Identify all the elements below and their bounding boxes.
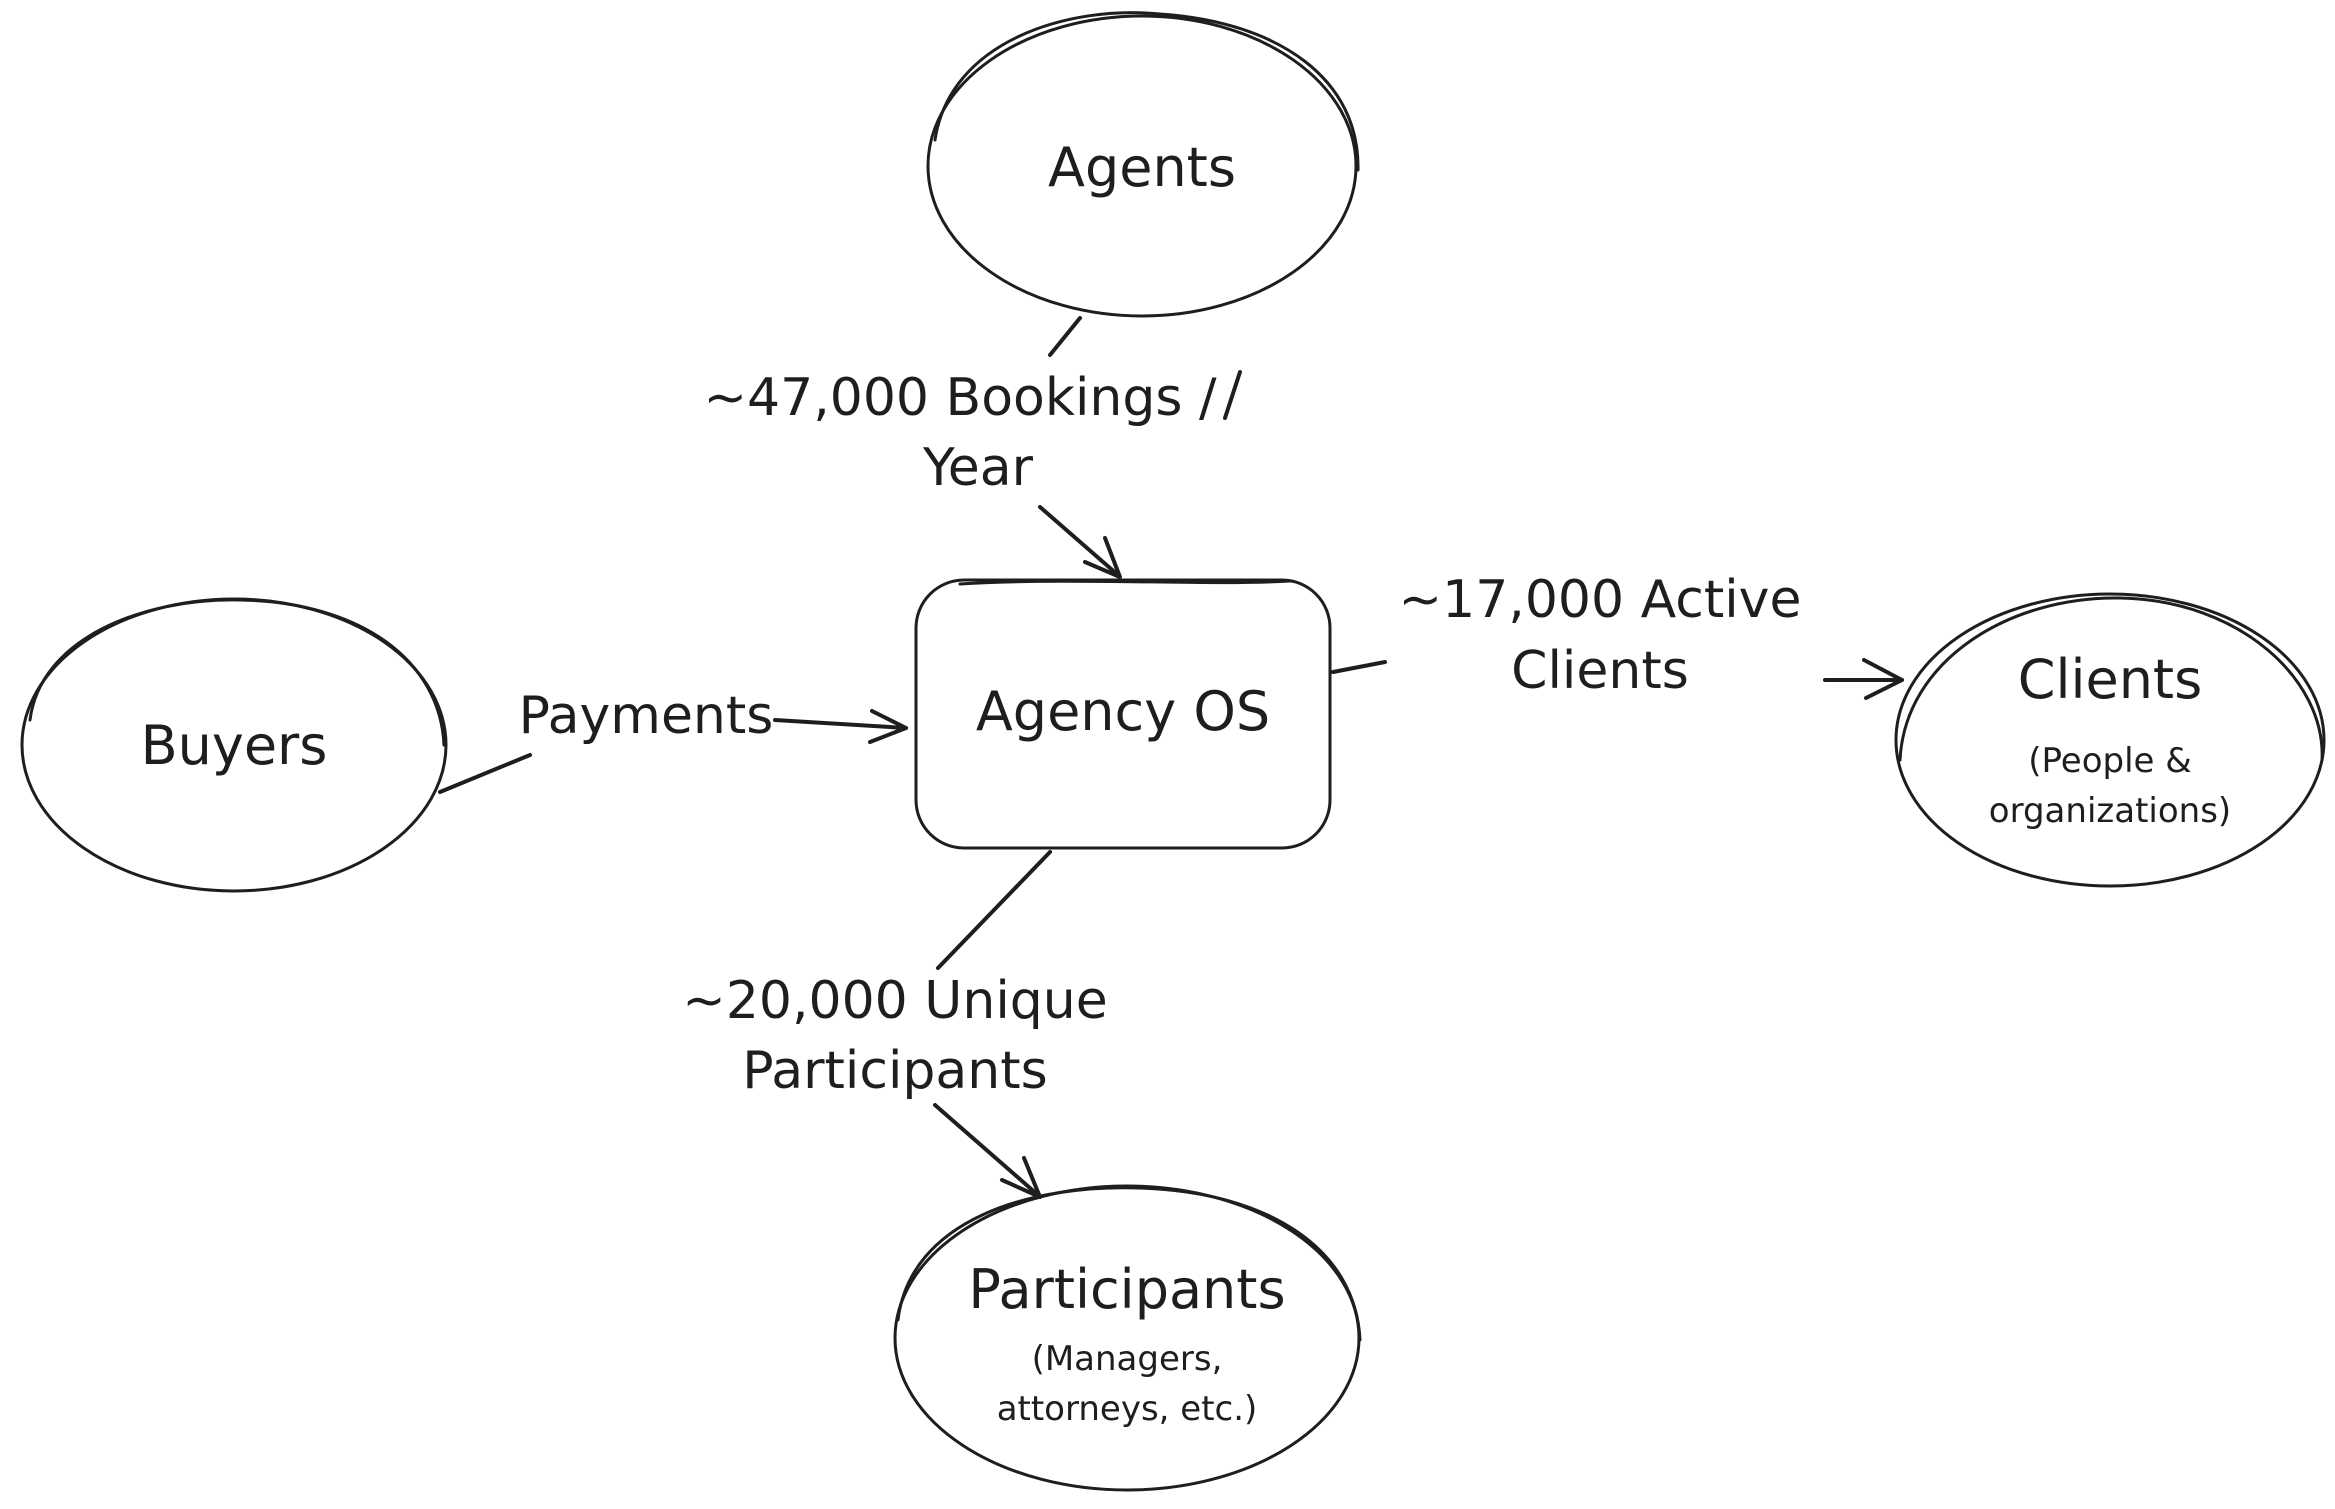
edge-buyers-arrowhead xyxy=(868,709,908,744)
edge-agents-label-line2: Year xyxy=(922,438,1034,498)
agents-node-shape xyxy=(926,14,1358,318)
edge-clients-label-line2: Clients xyxy=(1511,641,1689,701)
participants-node-subtitle: (Managers, xyxy=(1032,1339,1223,1379)
edge-participants-line-upper xyxy=(936,850,1052,970)
clients-node-subtitle-2: organizations) xyxy=(1989,791,2231,831)
agency-os-node-shape xyxy=(914,578,1332,850)
edge-participants-line-lower xyxy=(933,1103,1040,1197)
buyers-node-sketch-stroke xyxy=(28,598,446,747)
participants-node-shape xyxy=(893,1184,1361,1492)
agents-node[interactable]: Agents xyxy=(926,11,1360,318)
participants-node-label: Participants xyxy=(968,1258,1285,1321)
clients-node-sketch-stroke xyxy=(1898,596,2324,762)
edge-participants-arrowhead xyxy=(1000,1156,1042,1199)
edge-buyers-line-right xyxy=(773,718,908,730)
participants-node-subtitle-2: attorneys, etc.) xyxy=(997,1389,1258,1429)
agents-node-label: Agents xyxy=(1048,136,1236,199)
clients-node[interactable]: Clients (People & organizations) xyxy=(1894,592,2326,888)
agency-os-node-label: Agency OS xyxy=(976,680,1270,743)
edge-participants-label-line1: ~20,000 Unique xyxy=(682,971,1107,1031)
edge-clients-arrowhead xyxy=(1862,658,1904,700)
buyers-node-label: Buyers xyxy=(141,714,328,777)
edge-clients-label-line1: ~17,000 Active xyxy=(1399,570,1802,630)
edge-clients-line-left xyxy=(1331,660,1387,674)
buyers-node[interactable]: Buyers xyxy=(20,597,448,893)
edge-buyers-label: Payments xyxy=(519,686,774,746)
edge-agents-line-upper xyxy=(1048,316,1082,357)
edge-buyers-line-left xyxy=(438,753,532,794)
edge-participants-label-line2: Participants xyxy=(742,1041,1047,1101)
edge-agents-line-lower xyxy=(1038,505,1120,577)
edge-agency-os-to-clients[interactable]: ~17,000 Active Clients xyxy=(1331,570,1904,701)
clients-node-label: Clients xyxy=(2018,648,2202,711)
agency-os-node[interactable]: Agency OS xyxy=(914,578,1332,850)
edge-agents-arrowhead xyxy=(1083,536,1122,579)
participants-node[interactable]: Participants (Managers, attorneys, etc.) xyxy=(893,1184,1362,1492)
agents-node-sketch-stroke xyxy=(933,11,1360,172)
edge-agents-label-line1: ~47,000 Bookings / xyxy=(703,368,1216,428)
participants-node-sketch-stroke xyxy=(896,1186,1362,1342)
clients-node-shape xyxy=(1894,592,2326,888)
edge-buyers-to-agency-os[interactable]: Payments xyxy=(438,686,908,794)
edge-agents-slash xyxy=(1223,370,1242,420)
agency-os-node-sketch-stroke xyxy=(958,579,1292,586)
edge-agency-os-to-participants[interactable]: ~20,000 Unique Participants xyxy=(682,850,1108,1199)
edge-agents-to-agency-os[interactable]: ~47,000 Bookings / Year xyxy=(703,316,1242,579)
clients-node-subtitle: (People & xyxy=(2028,741,2192,781)
